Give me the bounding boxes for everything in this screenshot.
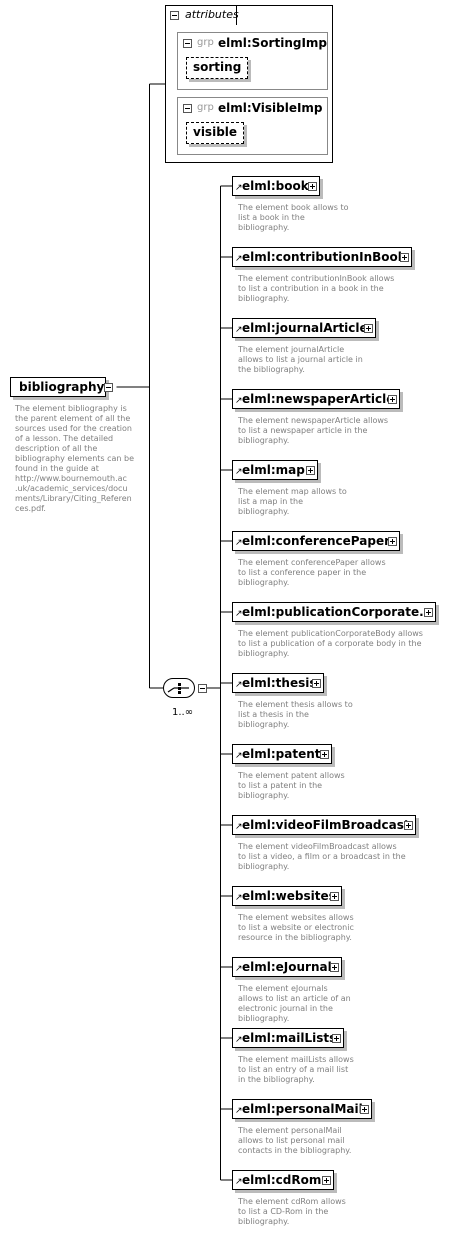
element-name: elml:patent bbox=[242, 747, 321, 761]
element-name: elml:newspaperArticle bbox=[242, 392, 395, 406]
element-newspaperarticle[interactable]: ↗elml:newspaperArticle bbox=[232, 389, 400, 409]
collapse-icon[interactable] bbox=[198, 684, 207, 693]
element-description: The element publicationCorporateBody all… bbox=[238, 629, 423, 658]
expand-icon[interactable] bbox=[388, 537, 397, 546]
reference-arrow-icon: ↗ bbox=[235, 183, 243, 193]
group-name: elml:SortingImp bbox=[218, 36, 328, 50]
collapse-icon[interactable] bbox=[183, 104, 192, 113]
element-name: elml:cdRom bbox=[242, 1173, 322, 1187]
group-name: elml:VisibleImp bbox=[218, 101, 323, 115]
element-personalmail[interactable]: ↗elml:personalMail bbox=[232, 1099, 372, 1119]
element-videofilmbroadcast[interactable]: ↗elml:videoFilmBroadcast bbox=[232, 815, 416, 835]
element-name: elml:personalMail bbox=[242, 1102, 363, 1116]
expand-icon[interactable] bbox=[312, 679, 321, 688]
group-keyword: grp bbox=[197, 37, 214, 48]
reference-arrow-icon: ↗ bbox=[235, 964, 243, 974]
reference-arrow-icon: ↗ bbox=[235, 1177, 243, 1187]
reference-arrow-icon: ↗ bbox=[235, 1035, 243, 1045]
element-name: elml:journalArticle bbox=[242, 321, 368, 335]
expand-icon[interactable] bbox=[320, 750, 329, 759]
reference-arrow-icon: ↗ bbox=[235, 751, 243, 761]
expand-icon[interactable] bbox=[322, 1176, 331, 1185]
element-name: elml:videoFilmBroadcast bbox=[242, 818, 410, 832]
element-publicationcorporate[interactable]: ↗elml:publicationCorporate... bbox=[232, 602, 436, 622]
element-name: elml:map bbox=[242, 463, 305, 477]
reference-arrow-icon: ↗ bbox=[235, 325, 243, 335]
element-name: elml:contributionInBook bbox=[242, 250, 406, 264]
reference-arrow-icon: ↗ bbox=[235, 680, 243, 690]
element-ejournals[interactable]: ↗elml:eJournals bbox=[232, 957, 342, 977]
root-element-bibliography[interactable]: bibliography bbox=[10, 377, 113, 397]
reference-arrow-icon: ↗ bbox=[235, 893, 243, 903]
expand-icon[interactable] bbox=[404, 821, 413, 830]
expand-icon[interactable] bbox=[360, 1105, 369, 1114]
collapse-icon[interactable] bbox=[170, 11, 179, 20]
element-name: elml:thesis bbox=[242, 676, 317, 690]
element-contributioninbook[interactable]: ↗elml:contributionInBook bbox=[232, 247, 412, 267]
element-websites[interactable]: ↗elml:websites bbox=[232, 886, 342, 906]
attributes-label: attributes bbox=[185, 8, 239, 21]
expand-icon[interactable] bbox=[332, 1034, 341, 1043]
attributes-tab[interactable]: attributes bbox=[165, 5, 239, 25]
reference-arrow-icon: ↗ bbox=[235, 609, 243, 619]
expand-icon[interactable] bbox=[330, 963, 339, 972]
reference-arrow-icon: ↗ bbox=[235, 538, 243, 548]
element-name: elml:conferencePaper bbox=[242, 534, 390, 548]
group-sorting-imp[interactable]: grp elml:SortingImp sorting bbox=[177, 32, 328, 90]
element-thesis[interactable]: ↗elml:thesis bbox=[232, 673, 324, 693]
group-visible-imp[interactable]: grp elml:VisibleImp visible bbox=[177, 97, 328, 155]
element-book[interactable]: ↗elml:book bbox=[232, 176, 320, 196]
element-conferencepaper[interactable]: ↗elml:conferencePaper bbox=[232, 531, 400, 551]
reference-arrow-icon: ↗ bbox=[235, 822, 243, 832]
reference-arrow-icon: ↗ bbox=[235, 467, 243, 477]
reference-arrow-icon: ↗ bbox=[235, 254, 243, 264]
element-name: elml:mailLists bbox=[242, 1031, 337, 1045]
sequence-cardinality: 1..∞ bbox=[172, 707, 194, 718]
element-maillists[interactable]: ↗elml:mailLists bbox=[232, 1028, 344, 1048]
element-map[interactable]: ↗elml:map bbox=[232, 460, 318, 480]
expand-icon[interactable] bbox=[330, 892, 339, 901]
collapse-icon[interactable] bbox=[183, 39, 192, 48]
expand-icon[interactable] bbox=[308, 182, 317, 191]
element-patent[interactable]: ↗elml:patent bbox=[232, 744, 332, 764]
reference-arrow-icon: ↗ bbox=[235, 396, 243, 406]
element-name: bibliography bbox=[19, 380, 105, 394]
collapse-icon[interactable] bbox=[104, 383, 113, 392]
element-name: elml:book bbox=[242, 179, 309, 193]
attribute-visible[interactable]: visible bbox=[186, 122, 245, 144]
sequence-compositor[interactable] bbox=[163, 678, 195, 698]
attribute-sorting[interactable]: sorting bbox=[186, 57, 249, 79]
sequence-icon bbox=[167, 683, 189, 694]
element-name: elml:eJournals bbox=[242, 960, 339, 974]
group-keyword: grp bbox=[197, 102, 214, 113]
attributes-panel bbox=[165, 5, 333, 163]
expand-icon[interactable] bbox=[388, 395, 397, 404]
root-description: The element bibliography is the parent e… bbox=[15, 404, 135, 513]
element-journalarticle[interactable]: ↗elml:journalArticle bbox=[232, 318, 376, 338]
expand-icon[interactable] bbox=[306, 466, 315, 475]
element-name: elml:websites bbox=[242, 889, 336, 903]
expand-icon[interactable] bbox=[424, 608, 433, 617]
element-name: elml:publicationCorporate... bbox=[242, 605, 433, 619]
expand-icon[interactable] bbox=[400, 253, 409, 262]
expand-icon[interactable] bbox=[364, 324, 373, 333]
element-cdrom[interactable]: ↗elml:cdRom bbox=[232, 1170, 334, 1190]
reference-arrow-icon: ↗ bbox=[235, 1106, 243, 1116]
